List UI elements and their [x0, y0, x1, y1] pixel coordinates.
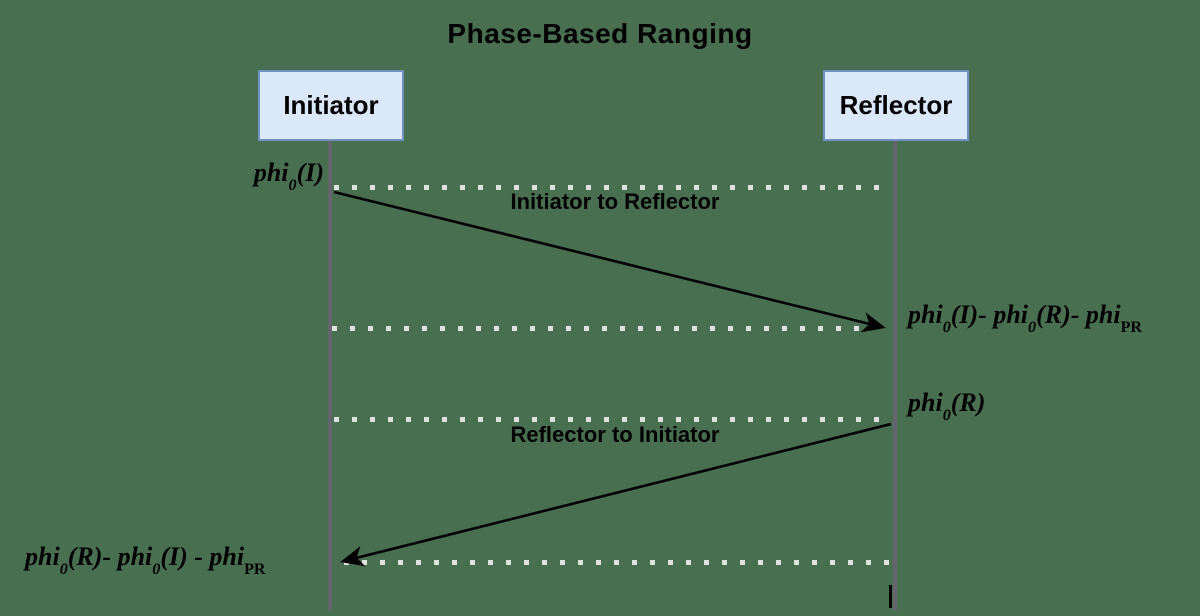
annotation-reflector-start-phase: phi0(R) — [908, 388, 986, 424]
actor-reflector-label: Reflector — [839, 90, 953, 120]
actor-initiator-label: Initiator — [283, 90, 379, 120]
diagram-title: Phase-Based Ranging — [447, 18, 753, 49]
annotation-reflector-measured-phase: phi0(I)- phi0(R)- phiPR — [908, 300, 1143, 336]
timeline-dotted-line-4 — [344, 560, 893, 565]
timeline-dotted-line-1 — [334, 185, 886, 190]
message-label-initiator-to-reflector: Initiator to Reflector — [510, 189, 720, 214]
actor-box-reflector: Reflector — [823, 70, 969, 141]
initiator-lifeline — [328, 141, 332, 610]
reflector-lifeline-end-tick — [889, 585, 892, 608]
reflector-lifeline — [893, 141, 897, 610]
actor-box-initiator: Initiator — [258, 70, 404, 141]
timeline-dotted-line-2 — [332, 326, 872, 331]
message-label-reflector-to-initiator: Reflector to Initiator — [510, 422, 720, 447]
annotation-initiator-measured-phase: phi0(R)- phi0(I) - phiPR — [25, 542, 266, 578]
annotation-initiator-start-phase: phi0(I) — [253, 158, 324, 194]
timeline-dotted-line-3 — [334, 417, 890, 422]
